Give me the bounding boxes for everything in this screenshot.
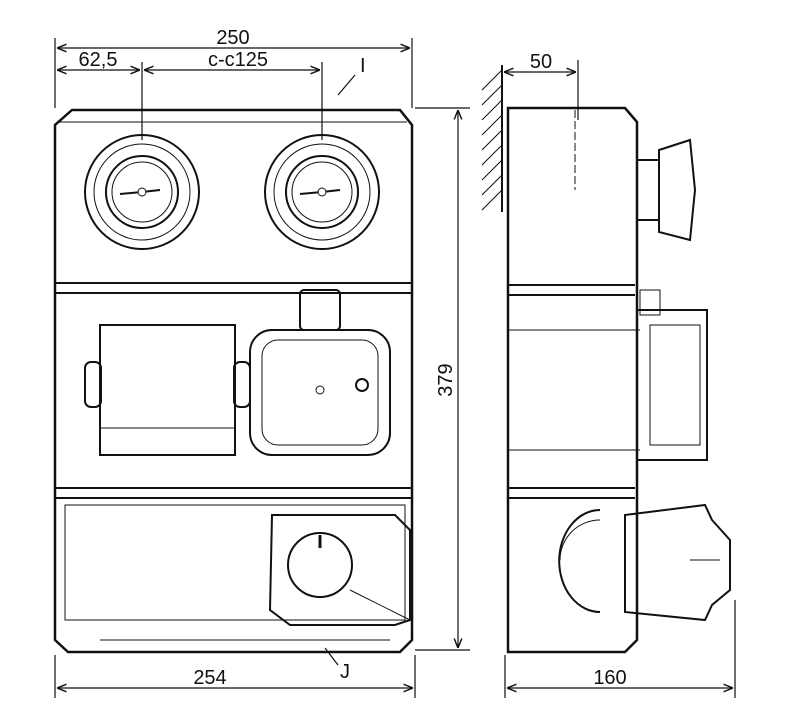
dimension-offset-left: 62,5 [79, 49, 118, 71]
section-divider-lower [55, 487, 412, 499]
front-dimensions: 250 62,5 c-c125 I 379 254 J [54, 27, 470, 698]
side-dividers [508, 284, 635, 499]
dimension-width-top: 250 [216, 27, 249, 49]
lower-section-panel [64, 504, 406, 621]
dimension-wall-offset: 50 [530, 51, 552, 73]
dimension-width-bottom: 254 [193, 667, 226, 689]
side-housing [506, 106, 639, 654]
thermometer-gauge-left [84, 134, 200, 250]
thermometer-gauge-right [264, 134, 380, 250]
mixing-valve-actuator [268, 514, 411, 626]
gauge-knob-side [636, 138, 697, 242]
dimension-center-distance: c-c125 [208, 49, 268, 71]
callout-i: I [360, 55, 366, 77]
pump-side [636, 289, 708, 461]
dimension-height: 379 [435, 363, 457, 396]
side-pipe-lines [508, 329, 640, 451]
section-divider-upper [55, 282, 412, 294]
side-dimensions: 50 160 [504, 51, 736, 698]
side-view [481, 65, 731, 654]
dimension-depth: 160 [593, 667, 626, 689]
wall-hatch [481, 65, 503, 212]
circulation-pump [249, 289, 391, 456]
valve-actuator-side [558, 503, 731, 622]
callout-j: J [340, 661, 350, 683]
front-view [53, 108, 414, 654]
